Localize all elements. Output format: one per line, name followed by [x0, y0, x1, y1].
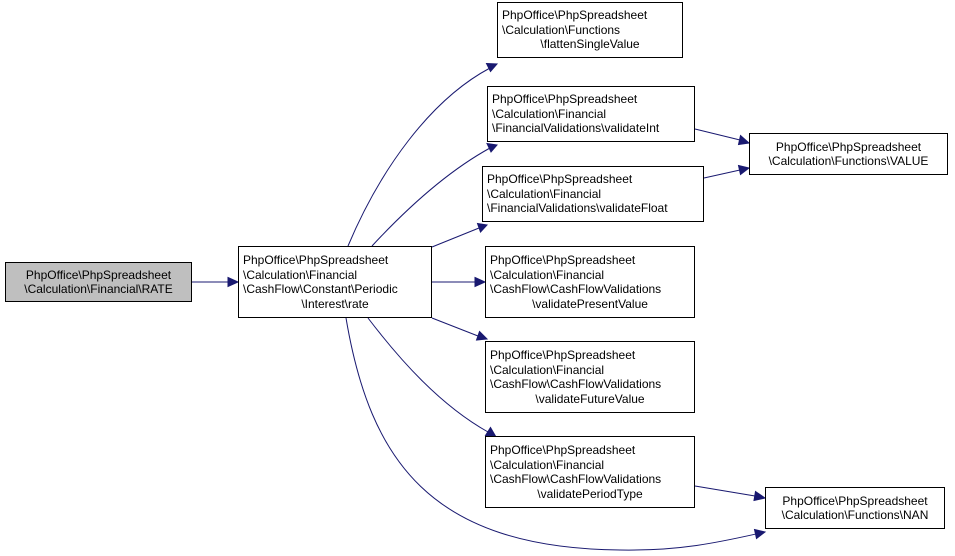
- node-functions-value: PhpOffice\PhpSpreadsheet \Calculation\Fu…: [749, 133, 948, 175]
- node-validate-period-type-line-3: \CashFlow\CashFlowValidations: [490, 472, 662, 486]
- node-validate-float: PhpOffice\PhpSpreadsheet \Calculation\Fi…: [482, 166, 704, 222]
- node-flatten-single-value-line-1: PhpOffice\PhpSpreadsheet: [502, 8, 648, 23]
- edge-interest-rate-to-validate-future-value: [431, 317, 479, 337]
- node-validate-future-value-line-3: \CashFlow\CashFlowValidations: [490, 377, 662, 391]
- node-validate-future-value-line-2: \Calculation\Financial: [490, 362, 605, 377]
- node-validate-period-type: PhpOffice\PhpSpreadsheet \Calculation\Fi…: [485, 436, 695, 508]
- node-validate-future-value-line-1: PhpOffice\PhpSpreadsheet: [490, 348, 636, 362]
- node-validate-present-value: PhpOffice\PhpSpreadsheet \Calculation\Fi…: [485, 246, 695, 318]
- node-validate-period-type-line-4: \validatePeriodType: [537, 486, 643, 501]
- node-flatten-single-value-line-3: \flattenSingleValue: [540, 37, 640, 52]
- node-validate-int-line-2: \Calculation\Financial: [492, 106, 607, 121]
- edge-interest-rate-to-validate-period-type: [367, 317, 489, 433]
- node-flatten-single-value: PhpOffice\PhpSpreadsheet \Calculation\Fu…: [497, 2, 683, 58]
- node-validate-present-value-line-4: \validatePresentValue: [532, 296, 648, 311]
- node-validate-period-type-line-1: PhpOffice\PhpSpreadsheet: [490, 443, 636, 457]
- node-interest-rate-line-1: PhpOffice\PhpSpreadsheet: [243, 253, 389, 267]
- arrowhead: [486, 142, 498, 153]
- node-functions-nan-line-2: \Calculation\Functions\NAN: [781, 508, 929, 522]
- node-validate-float-line-2: \Calculation\Financial: [487, 186, 602, 201]
- node-interest-rate-line-3: \CashFlow\Constant\Periodic: [243, 282, 398, 296]
- arrowhead: [737, 164, 751, 176]
- node-interest-rate-line-4: \Interest\rate: [301, 296, 369, 311]
- edge-interest-rate-to-validate-float: [431, 227, 480, 248]
- arrowhead: [753, 528, 767, 540]
- node-functions-value-line-2: \Calculation\Functions\VALUE: [768, 154, 929, 168]
- edge-interest-rate-to-flatten-single-value: [347, 67, 491, 247]
- arrowhead: [753, 490, 767, 502]
- edge-interest-rate-to-functions-nan: [345, 317, 757, 551]
- node-functions-value-line-1: PhpOffice\PhpSpreadsheet: [775, 139, 922, 154]
- edge-interest-rate-to-validate-int: [371, 147, 491, 247]
- node-validate-future-value-line-4: \validateFutureValue: [535, 391, 645, 406]
- arrowhead: [475, 330, 489, 341]
- edge-validate-int-to-functions-value: [694, 128, 741, 141]
- node-validate-present-value-line-1: PhpOffice\PhpSpreadsheet: [490, 253, 636, 267]
- arrowhead: [227, 276, 240, 288]
- arrowhead: [485, 62, 499, 73]
- node-validate-int: PhpOffice\PhpSpreadsheet \Calculation\Fi…: [487, 86, 695, 142]
- node-validate-float-line-1: PhpOffice\PhpSpreadsheet: [487, 172, 633, 187]
- node-interest-rate-line-2: \Calculation\Financial: [243, 267, 358, 282]
- node-functions-nan-line-1: PhpOffice\PhpSpreadsheet: [782, 493, 928, 508]
- node-validate-int-line-1: PhpOffice\PhpSpreadsheet: [492, 92, 638, 107]
- arrowhead: [737, 134, 751, 146]
- node-validate-future-value: PhpOffice\PhpSpreadsheet \Calculation\Fi…: [485, 341, 695, 413]
- edge-validate-float-to-functions-value: [703, 169, 741, 179]
- node-rate: PhpOffice\PhpSpreadsheet \Calculation\Fi…: [5, 262, 192, 302]
- edge-validate-period-type-to-functions-nan: [694, 485, 756, 497]
- arrowhead: [474, 276, 487, 288]
- node-functions-nan: PhpOffice\PhpSpreadsheet \Calculation\Fu…: [765, 487, 945, 529]
- node-validate-int-line-3: \FinancialValidations\validateInt: [492, 121, 660, 136]
- arrowhead: [476, 222, 489, 233]
- node-validate-present-value-line-3: \CashFlow\CashFlowValidations: [490, 282, 662, 296]
- node-rate-line-2: \Calculation\Financial\RATE: [24, 282, 173, 296]
- node-validate-float-line-3: \FinancialValidations\validateFloat: [487, 201, 668, 216]
- node-validate-period-type-line-2: \Calculation\Financial: [490, 457, 605, 472]
- node-interest-rate: PhpOffice\PhpSpreadsheet \Calculation\Fi…: [238, 246, 432, 318]
- node-flatten-single-value-line-2: \Calculation\Functions: [502, 22, 621, 37]
- node-validate-present-value-line-2: \Calculation\Financial: [490, 267, 605, 282]
- node-rate-line-1: PhpOffice\PhpSpreadsheet: [25, 267, 172, 282]
